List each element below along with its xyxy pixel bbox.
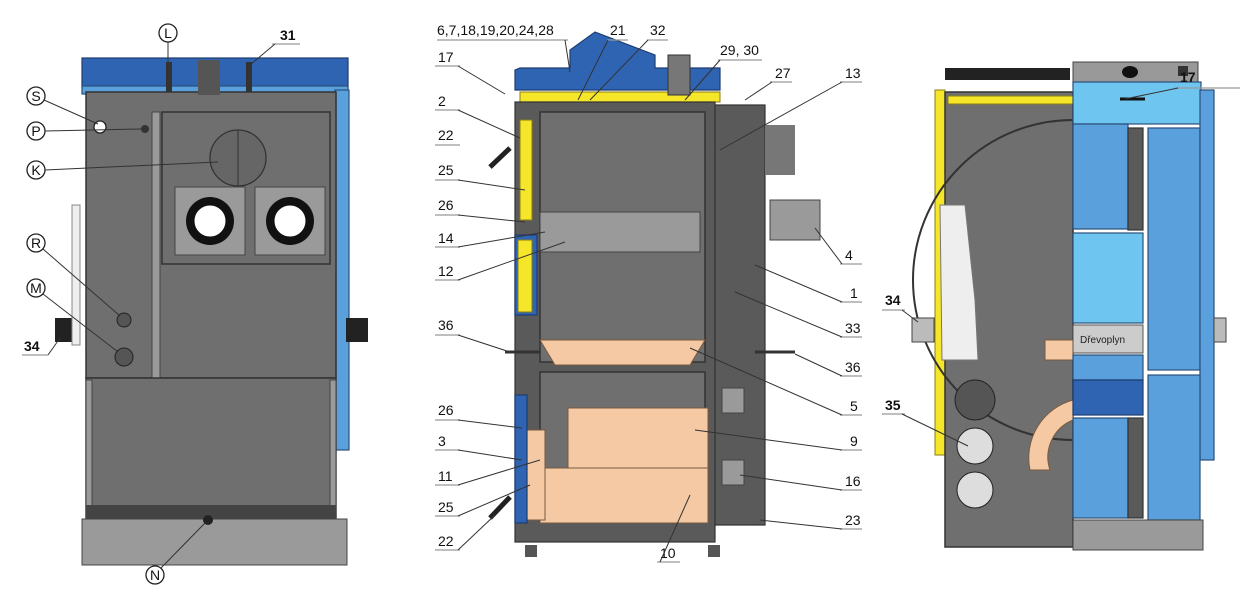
frame-post-lower <box>1127 417 1144 519</box>
refractory-10 <box>539 467 709 524</box>
insulation-25 <box>519 119 533 221</box>
label-N: N <box>150 567 160 583</box>
top-insulation <box>947 95 1074 105</box>
label-S: S <box>31 88 40 104</box>
handle-22-upper <box>488 146 512 169</box>
flue-pipe-L <box>198 60 220 95</box>
panel-lower <box>1072 417 1129 519</box>
side-panel <box>1199 89 1215 461</box>
label-29-30: 29, 30 <box>720 42 759 58</box>
label-21: 21 <box>610 22 626 38</box>
label-R: R <box>31 235 41 251</box>
side-panel <box>334 89 350 451</box>
panel-dark <box>1072 379 1144 416</box>
label-33: 33 <box>845 320 861 336</box>
handle-22-lower <box>488 495 512 520</box>
rear-flue <box>714 104 766 526</box>
door-edge-left <box>85 379 93 519</box>
flue-stub <box>667 54 691 96</box>
port-P <box>141 125 149 133</box>
drain-N <box>203 515 213 525</box>
refractory-9 <box>567 407 709 469</box>
label-23: 23 <box>845 512 861 528</box>
label-11: 11 <box>438 468 453 484</box>
section-view: 6,7,18,19,20,24,28 21 32 29, 30 27 13 17… <box>435 22 862 563</box>
side-view: Dřevoplyn 17 34 35 <box>882 61 1240 551</box>
label-32: 32 <box>650 22 666 38</box>
foot-right <box>708 545 720 557</box>
pipe <box>166 62 172 92</box>
label-1: 1 <box>850 285 858 301</box>
frame-strip <box>151 111 161 379</box>
door-edge-right <box>329 379 337 519</box>
label-16: 16 <box>845 473 861 489</box>
label-35: 35 <box>885 397 901 413</box>
label-34: 34 <box>885 292 901 308</box>
label-25-upper: 25 <box>438 162 454 178</box>
nozzle-5 <box>539 339 706 366</box>
label-P: P <box>31 123 40 139</box>
cleanout <box>721 387 745 414</box>
side-door-lower <box>1147 374 1201 521</box>
connector-right <box>346 318 368 342</box>
foot-left <box>525 545 537 557</box>
label-22-upper: 22 <box>438 127 454 143</box>
port-M <box>114 347 134 367</box>
fan-housing <box>765 125 795 175</box>
label-5: 5 <box>850 398 858 414</box>
label-10: 10 <box>660 545 676 561</box>
port-R <box>116 312 132 328</box>
yellow-14 <box>517 239 533 313</box>
nameplate-text: Dřevoplyn <box>1080 335 1125 346</box>
base <box>1072 519 1204 551</box>
lower-door[interactable] <box>85 377 337 519</box>
label-17: 17 <box>1180 69 1196 85</box>
label-31: 31 <box>280 27 296 43</box>
label-2: 2 <box>438 93 446 109</box>
label-12: 12 <box>438 263 454 279</box>
label-36-right: 36 <box>845 359 861 375</box>
label-36-left: 36 <box>438 317 454 333</box>
fan-35-lower <box>956 471 994 509</box>
label-L: L <box>164 25 172 41</box>
frame-post <box>1127 127 1144 231</box>
label-4: 4 <box>845 247 853 263</box>
label-22-lower: 22 <box>438 533 454 549</box>
panel-upper <box>1072 123 1129 230</box>
panel-blue <box>1072 354 1144 381</box>
top-edge <box>945 68 1070 80</box>
label-34: 34 <box>24 338 40 354</box>
label-13: 13 <box>845 65 861 81</box>
label-group: 6,7,18,19,20,24,28 <box>437 22 554 38</box>
base <box>81 518 348 566</box>
top-cover <box>1072 81 1202 125</box>
label-14: 14 <box>438 230 454 246</box>
pipe-31 <box>246 62 252 92</box>
fan-35-upper <box>956 427 994 465</box>
label-25-lower: 25 <box>438 499 454 515</box>
label-17: 17 <box>438 49 454 65</box>
grate-12 <box>539 211 701 253</box>
connector-right <box>1213 317 1227 343</box>
label-26-lower: 26 <box>438 402 454 418</box>
rear-view: L 31 S P K R M 34 N <box>22 23 368 585</box>
side-door-upper <box>1147 127 1201 371</box>
label-3: 3 <box>438 433 446 449</box>
fan-4 <box>769 199 821 241</box>
cable-guide <box>939 204 979 361</box>
panel-middle <box>1072 232 1144 324</box>
label-27: 27 <box>775 65 791 81</box>
label-M: M <box>30 280 42 296</box>
cleanout-16 <box>721 459 745 486</box>
ash-bar <box>86 505 336 519</box>
label-K: K <box>31 162 41 178</box>
label-9: 9 <box>850 433 858 449</box>
side-cable <box>71 204 81 346</box>
connector-34 <box>911 317 935 343</box>
label-26-upper: 26 <box>438 197 454 213</box>
nozzle <box>1044 339 1074 361</box>
drum-outline <box>912 119 1074 441</box>
nameplate <box>1072 324 1144 354</box>
